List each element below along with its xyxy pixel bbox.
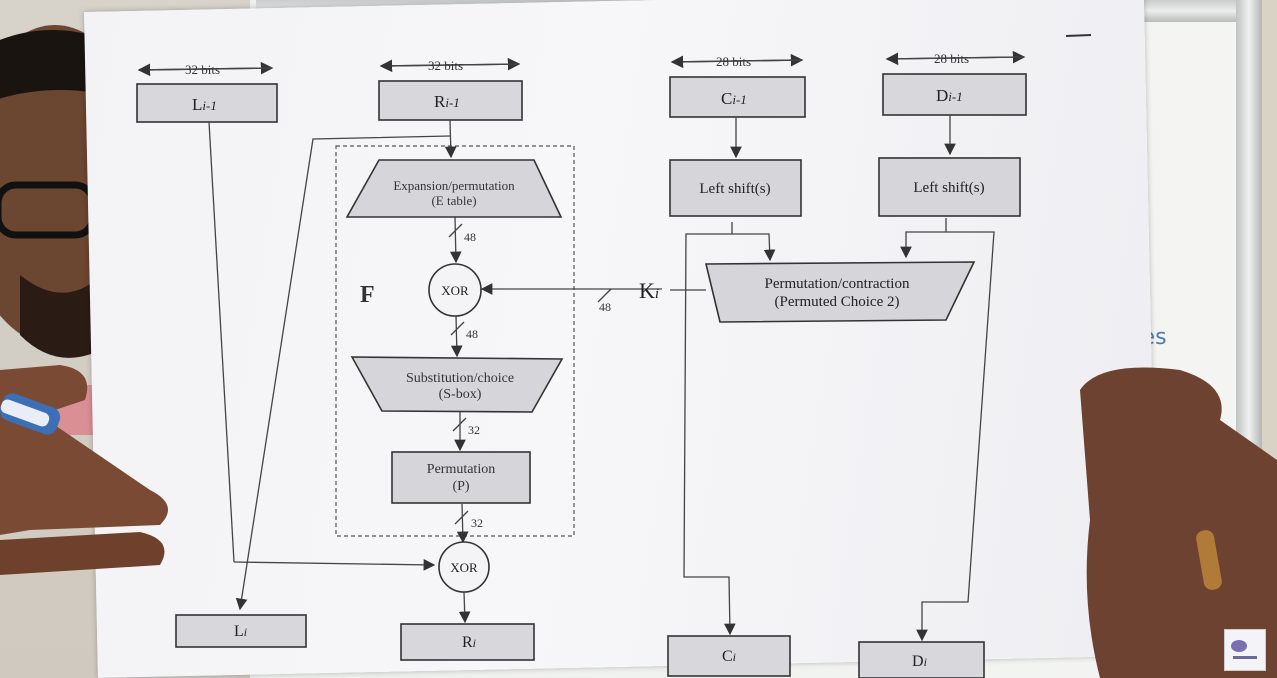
input-box-d bbox=[882, 73, 1027, 116]
label-l-prev: L bbox=[192, 95, 202, 114]
sub-l-prev: i-1 bbox=[202, 98, 216, 113]
width-sbox-out: 32 bbox=[468, 423, 480, 437]
function-f-label: F bbox=[360, 282, 375, 308]
width-xor-out: 48 bbox=[466, 327, 478, 341]
xor-label-1: XOR bbox=[441, 283, 469, 298]
sub-r-prev: i-1 bbox=[445, 95, 459, 110]
svg-text:Ki: Ki bbox=[639, 278, 659, 303]
output-box-c bbox=[667, 635, 791, 677]
key-label: K bbox=[639, 278, 655, 303]
expansion-line2: (E table) bbox=[431, 193, 476, 208]
width-exp-out: 48 bbox=[464, 230, 476, 244]
sub-c-prev: i-1 bbox=[732, 92, 746, 107]
label-r-prev: R bbox=[434, 92, 446, 111]
label-d-out: D bbox=[912, 653, 924, 670]
right-hand bbox=[1080, 367, 1277, 678]
permutation-line2: (P) bbox=[452, 479, 469, 494]
left-shift-box-c bbox=[669, 159, 802, 217]
pc2-line1: Permutation/contraction bbox=[765, 276, 910, 292]
bits-label-l: 32 bits bbox=[185, 62, 220, 77]
sub-l-out: i bbox=[244, 625, 247, 639]
label-l-out: L bbox=[234, 623, 244, 640]
pc2-line2: (Permuted Choice 2) bbox=[775, 294, 900, 310]
left-shift-label-c: Left shift(s) bbox=[699, 181, 770, 197]
output-box-d bbox=[858, 641, 985, 678]
svg-text:Ci-1: Ci-1 bbox=[721, 89, 747, 108]
function-f-region bbox=[335, 145, 575, 537]
input-box-l bbox=[136, 83, 278, 123]
key-sub: i bbox=[655, 286, 659, 302]
left-shift-label-d: Left shift(s) bbox=[913, 180, 984, 196]
channel-logo-icon bbox=[1224, 629, 1266, 671]
expansion-line1: Expansion/permutation bbox=[393, 178, 515, 193]
expansion-box bbox=[345, 159, 563, 218]
xor-circle-2 bbox=[438, 541, 490, 593]
bits-label-r: 32 bits bbox=[428, 58, 463, 73]
label-c-prev: C bbox=[721, 89, 732, 108]
left-shift-box-d bbox=[878, 157, 1021, 217]
svg-text:Ci: Ci bbox=[722, 648, 736, 665]
substitution-box bbox=[350, 356, 564, 413]
left-hand bbox=[0, 365, 168, 575]
xor-circle-1 bbox=[428, 263, 482, 317]
label-r-out: R bbox=[462, 634, 473, 651]
sub-c-out: i bbox=[733, 650, 736, 664]
sub-d-prev: i-1 bbox=[948, 89, 962, 104]
input-box-c bbox=[669, 76, 806, 118]
label-d-prev: D bbox=[936, 86, 948, 105]
width-key-in: 48 bbox=[599, 300, 611, 314]
bits-label-d: 28 bits bbox=[934, 51, 969, 66]
label-c-out: C bbox=[722, 648, 733, 665]
output-box-l bbox=[175, 614, 307, 648]
permutation-box bbox=[391, 451, 531, 504]
output-box-r bbox=[400, 623, 535, 661]
bits-label-c: 28 bits bbox=[716, 54, 751, 69]
svg-text:Di: Di bbox=[912, 653, 927, 670]
input-box-r bbox=[378, 80, 523, 121]
width-perm-out: 32 bbox=[471, 516, 483, 530]
svg-text:Li: Li bbox=[234, 623, 247, 640]
sub-r-out: i bbox=[473, 636, 476, 650]
substitution-line1: Substitution/choice bbox=[406, 371, 514, 386]
des-round-diagram: 32 bits 32 bits 28 bits 28 bits Li-1 Ri-… bbox=[136, 34, 1092, 678]
substitution-line2: (S-box) bbox=[439, 387, 482, 402]
svg-text:Li-1: Li-1 bbox=[192, 95, 217, 114]
svg-text:Ri-1: Ri-1 bbox=[434, 92, 460, 111]
sub-d-out: i bbox=[924, 655, 927, 669]
xor-label-2: XOR bbox=[450, 560, 478, 575]
svg-text:Ri: Ri bbox=[462, 634, 476, 651]
pc2-box bbox=[704, 261, 976, 323]
permutation-line1: Permutation bbox=[427, 462, 495, 477]
svg-text:Di-1: Di-1 bbox=[936, 86, 963, 105]
